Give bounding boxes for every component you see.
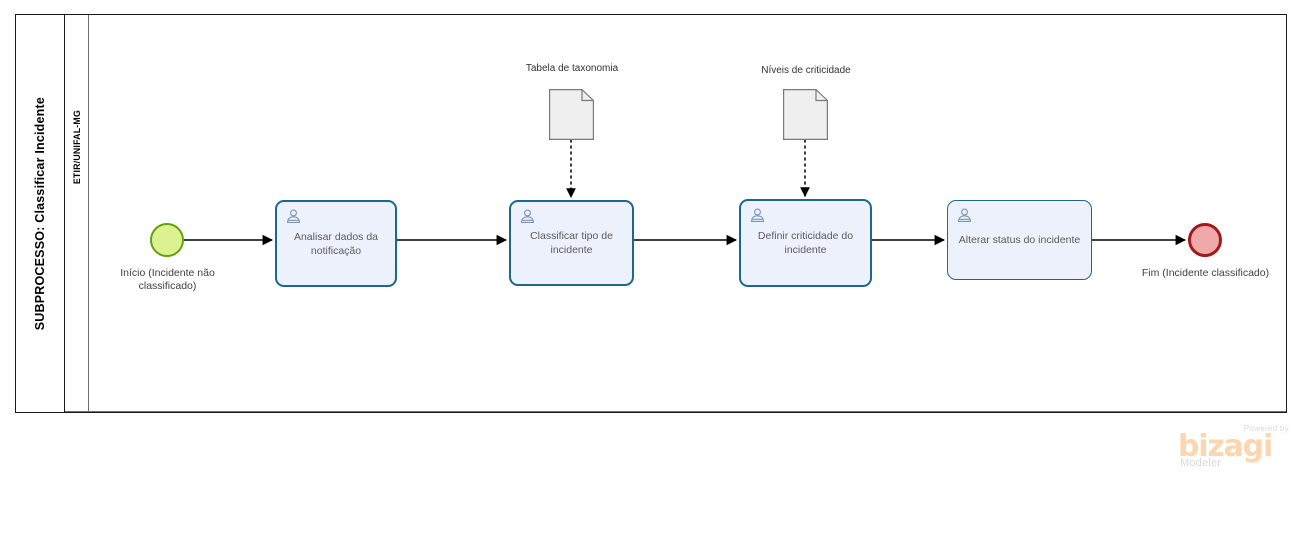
task-label: Alterar status do incidente — [958, 234, 1081, 246]
lane-etir[interactable]: ETIR/UNIFAL-MG — [65, 15, 1286, 412]
start-event[interactable] — [150, 223, 184, 257]
task-analisar-dados-da-notificacao[interactable]: Analisar dados da notificação — [275, 200, 397, 287]
start-event-label: Início (Incidente não classificado) — [120, 267, 215, 292]
bizagi-watermark: Powered by bizagi Modeler — [1178, 424, 1290, 472]
task-classificar-tipo-de-incidente[interactable]: Classificar tipo de incidente — [509, 200, 634, 286]
watermark-powered-by: Powered by — [1243, 424, 1289, 433]
user-task-icon — [958, 208, 971, 222]
end-event-label: Fim (Incidente classificado) — [1141, 267, 1270, 279]
watermark-product: Modeler — [1180, 457, 1222, 469]
user-task-icon — [287, 209, 300, 223]
task-label: Analisar dados da notificação — [293, 230, 379, 257]
watermark-brand: bizagi — [1178, 429, 1273, 464]
task-label: Classificar tipo de incidente — [530, 230, 613, 256]
lane-header[interactable]: ETIR/UNIFAL-MG — [65, 15, 89, 411]
task-definir-criticidade-do-incidente[interactable]: Definir criticidade do incidente — [739, 199, 872, 287]
task-label: Definir criticidade do incidente — [757, 230, 854, 256]
pool-title: SUBPROCESSO: Classificar Incidente — [33, 96, 47, 331]
data-object-label: Tabela de taxonomia — [525, 63, 619, 74]
lane-title: ETIR/UNIFAL-MG — [71, 109, 82, 185]
data-object-niveis-de-criticidade[interactable] — [783, 89, 828, 140]
user-task-icon — [751, 208, 764, 222]
data-object-tabela-de-taxonomia[interactable] — [549, 89, 594, 140]
user-task-icon — [521, 209, 534, 223]
task-alterar-status-do-incidente[interactable]: Alterar status do incidente — [947, 200, 1092, 280]
pool-header[interactable]: SUBPROCESSO: Classificar Incidente — [16, 15, 65, 412]
data-object-label: Níveis de criticidade — [761, 65, 851, 76]
end-event[interactable] — [1188, 223, 1222, 257]
